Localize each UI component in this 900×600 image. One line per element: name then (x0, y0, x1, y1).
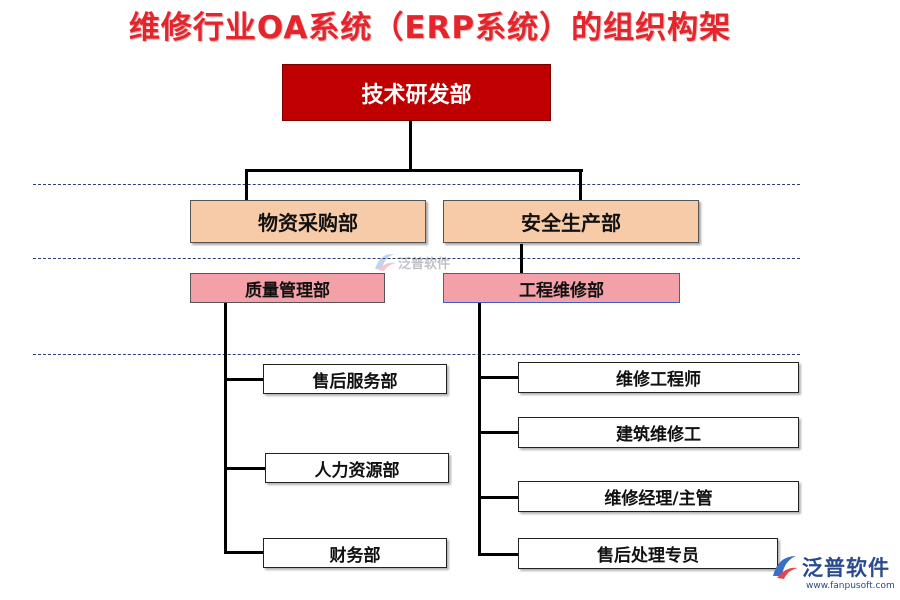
watermark: 泛普软件 (372, 251, 450, 273)
connector-line (224, 303, 227, 553)
node-building-repairer: 建筑维修工 (518, 417, 799, 448)
connector-line (478, 303, 481, 555)
node-maintenance-engineer: 维修工程师 (518, 362, 799, 393)
connector-line (478, 553, 519, 556)
connector-line (224, 378, 264, 381)
connector-line (245, 169, 248, 200)
level-divider (33, 184, 800, 185)
node-finance: 财务部 (263, 538, 447, 568)
node-maintenance-manager: 维修经理/主管 (518, 481, 799, 512)
chart-title: 维修行业OA系统（ERP系统）的组织构架 (128, 10, 732, 46)
connector-line (224, 467, 266, 470)
connector-line (245, 169, 583, 172)
brand-mark: 泛普软件 www.fanpusoft.com (770, 552, 895, 598)
connector-line (409, 121, 412, 171)
connector-line (520, 244, 523, 273)
node-after-sales-service: 售后服务部 (263, 364, 447, 394)
brand-logo-icon (375, 253, 396, 271)
node-quality-mgmt: 质量管理部 (190, 273, 385, 303)
node-safety-production: 安全生产部 (443, 200, 699, 243)
connector-line (478, 376, 519, 379)
connector-line (478, 431, 519, 434)
connector-line (579, 169, 582, 200)
level-divider (33, 258, 800, 259)
brand-url: www.fanpusoft.com (806, 581, 895, 591)
node-engineering-maintenance: 工程维修部 (443, 273, 680, 303)
node-human-resources: 人力资源部 (265, 453, 449, 483)
node-tech-rd: 技术研发部 (282, 64, 551, 121)
brand-name: 泛普软件 (802, 556, 890, 580)
connector-line (224, 551, 264, 554)
brand-logo-icon (773, 556, 798, 579)
node-procurement: 物资采购部 (190, 200, 426, 243)
node-after-sales-specialist: 售后处理专员 (518, 538, 778, 569)
connector-line (478, 496, 519, 499)
level-divider (33, 354, 800, 355)
watermark-text: 泛普软件 (398, 256, 451, 272)
